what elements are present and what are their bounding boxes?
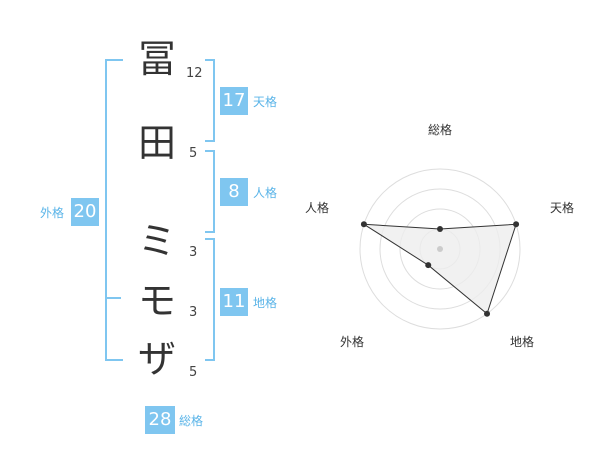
soukaku-value-badge: 28 [145, 406, 175, 434]
radar-point-2 [513, 221, 520, 228]
jinkaku-label: 人格 [253, 186, 278, 200]
jinkaku-bracket [205, 150, 215, 233]
radar-axis-label-chikaku: 地格 [510, 335, 535, 349]
gaikaku-bracket-divider [105, 297, 121, 299]
gaikaku-label: 外格 [40, 206, 65, 220]
name-char-4: モ [137, 279, 176, 323]
name-char-3: ミ [137, 219, 176, 263]
radar-point-4 [425, 262, 432, 269]
stroke-count-2: 5 [189, 146, 198, 161]
radar-value-polygon [363, 223, 517, 315]
radar-center-dot [437, 246, 443, 252]
chikaku-value-badge: 11 [220, 288, 248, 316]
stroke-count-1: 12 [186, 66, 203, 81]
radar-axis-label-tenkaku: 天格 [550, 201, 575, 215]
tenkaku-label: 天格 [253, 95, 278, 109]
radar-point-3 [484, 310, 491, 317]
tenkaku-value-badge: 17 [220, 87, 248, 115]
chikaku-bracket [205, 238, 215, 361]
radar-point-5 [360, 221, 367, 228]
name-char-2: 田 [137, 121, 176, 165]
radar-point-1 [437, 226, 443, 232]
stroke-count-5: 5 [189, 365, 198, 380]
radar-axis-label-gaikaku: 外格 [340, 335, 365, 349]
name-char-5: ザ [137, 337, 176, 381]
radar-axis-label-jinkaku: 人格 [305, 201, 330, 215]
gaikaku-value-badge: 20 [71, 198, 99, 226]
stroke-count-3: 3 [189, 245, 198, 260]
chikaku-label: 地格 [253, 296, 278, 310]
radar-axis-label-soukaku: 総格 [428, 123, 453, 137]
stroke-count-4: 3 [189, 305, 198, 320]
jinkaku-value-badge: 8 [220, 178, 248, 206]
name-char-1: 冨 [137, 37, 176, 81]
gaikaku-bracket [105, 59, 123, 361]
radar-ring-4 [359, 168, 521, 330]
soukaku-label: 総格 [179, 414, 204, 428]
tenkaku-bracket [205, 59, 215, 142]
